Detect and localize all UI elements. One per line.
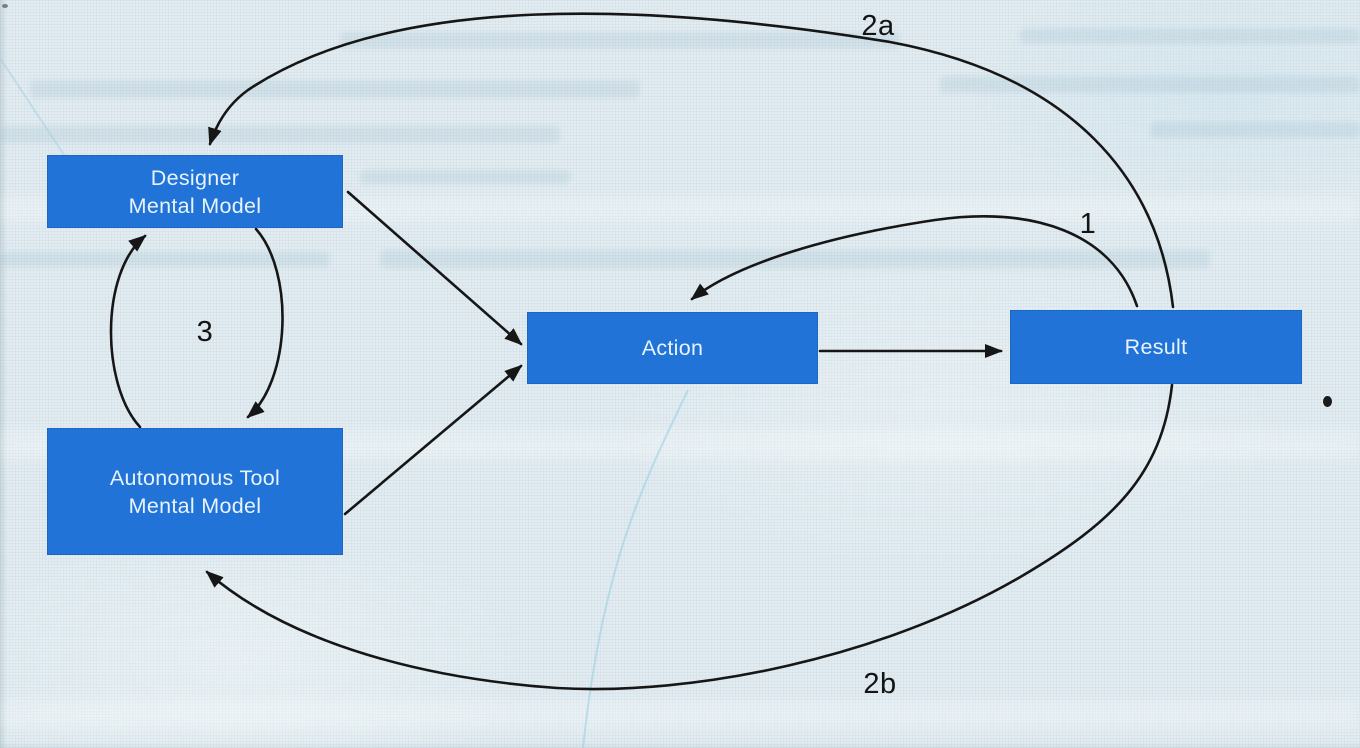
arrow-result-to-designer	[208, 12, 1175, 309]
node-autonomous-tool-mental-model: Autonomous Tool Mental Model	[47, 428, 343, 555]
ink-speck	[1323, 396, 1332, 407]
node-result: Result	[1010, 310, 1302, 384]
edge-label-2b: 2b	[863, 668, 897, 700]
ghost-text-band	[940, 76, 1360, 93]
arrow-designer-to-action	[346, 190, 523, 346]
ghost-text-band	[360, 170, 570, 184]
arrow-result-to-action	[690, 215, 1139, 308]
scan-light-band	[0, 700, 1360, 730]
node-label-line: Result	[1124, 335, 1188, 359]
ghost-text-band	[0, 252, 330, 267]
node-label-line: Mental Model	[128, 193, 262, 218]
arrow-loop-up	[109, 234, 147, 429]
node-label-line: Action	[641, 336, 704, 360]
node-label-line: Designer	[150, 165, 240, 190]
edge-label-3: 3	[196, 316, 214, 348]
edge-label-2a: 2a	[861, 10, 895, 42]
ghost-text-band	[380, 250, 1210, 268]
ghost-text-band	[1020, 28, 1360, 44]
arrow-autonomous-to-action	[343, 364, 523, 516]
ink-speck	[2, 4, 8, 8]
arrow-loop-down	[246, 227, 284, 419]
node-label-line: Mental Model	[128, 493, 262, 518]
edge-label-1: 1	[1079, 208, 1097, 240]
ghost-text-band	[0, 126, 560, 143]
node-action: Action	[527, 312, 818, 384]
ghost-text-band	[1150, 122, 1360, 138]
node-label-line: Autonomous Tool	[109, 465, 281, 490]
ghost-text-band	[340, 32, 900, 49]
node-designer-mental-model: Designer Mental Model	[47, 155, 343, 228]
ghost-text-band	[30, 80, 640, 98]
arrow-result-to-autonomous	[205, 383, 1174, 691]
